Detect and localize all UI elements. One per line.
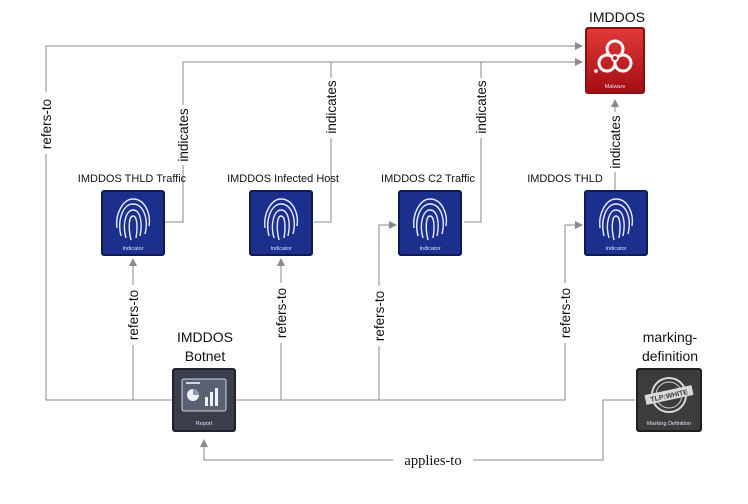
label-thld-indicates: indicates (608, 115, 623, 169)
indicator-thld-caption: Indicator (605, 246, 626, 252)
report-caption: Report (196, 421, 213, 427)
fingerprint-icon: Indicator (584, 190, 648, 256)
marking-label-line2: definition (641, 348, 699, 364)
indicator-infected-host-caption: Indicator (270, 246, 291, 252)
report-label-line2: Botnet (184, 348, 226, 364)
biohazard-icon: Malware (585, 27, 645, 94)
indicator-infected-host-label: IMDDOS Infected Host (227, 173, 339, 185)
indicator-c2-traffic-caption: Indicator (419, 246, 440, 252)
label-refers-c2-traffic: refers-to (372, 291, 387, 341)
report-icon: Report (172, 368, 236, 432)
edge-thld-traffic-indicates (165, 58, 583, 223)
report-node[interactable]: Report (172, 368, 236, 432)
label-refers-infected-host: refers-to (274, 288, 289, 338)
marking-label: marking- definition (620, 328, 720, 366)
fingerprint-icon: Indicator (101, 190, 165, 256)
indicator-c2-traffic-node[interactable]: Indicator (398, 190, 462, 256)
report-label-line1: IMDDOS (177, 329, 233, 345)
fingerprint-icon: Indicator (249, 190, 313, 256)
indicator-thld-traffic-caption: Indicator (122, 246, 143, 252)
indicator-thld-label: IMDDOS THLD (527, 173, 603, 185)
label-c2-traffic-indicates: indicates (474, 80, 489, 134)
indicator-thld-traffic-label: IMDDOS THLD Traffic (77, 173, 187, 185)
malware-node[interactable]: Malware (585, 27, 645, 94)
marking-definition-node[interactable]: TLP:WHITE Marking Definition (636, 368, 702, 432)
report-label: IMDDOS Botnet (160, 328, 250, 366)
marking-caption: Marking Definition (647, 421, 691, 427)
malware-label: IMDDOS (589, 9, 645, 25)
marking-label-line1: marking- (642, 329, 698, 345)
label-infected-host-indicates: indicates (324, 80, 339, 134)
label-refers-thld-traffic: refers-to (126, 290, 141, 340)
fingerprint-icon: Indicator (398, 190, 462, 256)
indicator-thld-node[interactable]: Indicator (584, 190, 648, 256)
indicator-thld-traffic-node[interactable]: Indicator (101, 190, 165, 256)
label-refers-thld: refers-to (558, 288, 573, 338)
edge-report-refers-malware (45, 42, 583, 401)
edge-marking-applies-to (200, 399, 635, 461)
label-thld-traffic-indicates: indicates (176, 108, 191, 162)
indicator-infected-host-node[interactable]: Indicator (249, 190, 313, 256)
tlp-white-stamp-icon: TLP:WHITE Marking Definition (636, 368, 702, 432)
malware-caption: Malware (605, 84, 626, 90)
label-report-refers-malware: refers-to (39, 99, 54, 149)
indicator-c2-traffic-label: IMDDOS C2 Traffic (381, 173, 475, 185)
label-marking-applies-to: applies-to (404, 453, 461, 469)
